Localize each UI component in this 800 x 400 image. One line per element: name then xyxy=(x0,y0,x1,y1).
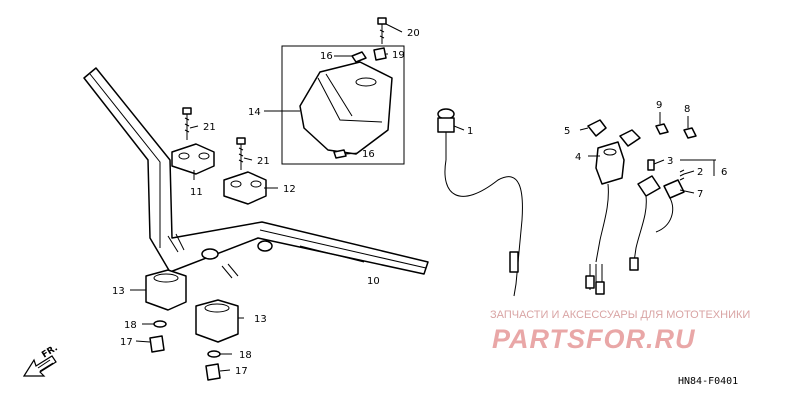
lower-handlebar-holder-left xyxy=(145,269,187,311)
bolt-21-left xyxy=(182,107,192,140)
handlebar-cover-group xyxy=(281,45,405,165)
watermark-logo: PARTSFOR.RU xyxy=(492,324,696,354)
upper-handlebar-holder-right xyxy=(223,171,267,205)
callout-labels: 1 2 3 4 5 6 7 8 9 10 11 12 13 13 14 16 1… xyxy=(112,28,727,377)
diagram-code: HN84-F0401 xyxy=(678,376,738,387)
callout-17-right: 17 xyxy=(235,366,248,377)
clip-16-top xyxy=(351,51,367,63)
screw-8 xyxy=(683,127,697,139)
callout-2: 2 xyxy=(697,167,703,178)
handlebar xyxy=(83,67,429,279)
light-switch xyxy=(629,175,685,271)
washer-18-left xyxy=(153,320,167,328)
callout-10: 10 xyxy=(367,276,380,287)
callout-4: 4 xyxy=(575,152,581,163)
watermark-tagline: ЗАПЧАСТИ И АКСЕССУАРЫ ДЛЯ МОТОТЕХНИКИ xyxy=(490,309,750,321)
callout-7: 7 xyxy=(697,189,703,200)
front-direction-marker: FR. xyxy=(22,343,60,377)
washer-18-right xyxy=(207,350,221,358)
callout-6: 6 xyxy=(721,167,727,178)
callout-16-top: 16 xyxy=(320,51,333,62)
callout-8: 8 xyxy=(684,104,690,115)
upper-handlebar-holder-left xyxy=(171,143,215,175)
choke-cable xyxy=(437,108,523,297)
callout-17-left: 17 xyxy=(120,337,133,348)
spring-2 xyxy=(679,169,685,181)
callout-21-left: 21 xyxy=(203,122,216,133)
nut-17-right xyxy=(205,363,221,381)
clip-16-bottom xyxy=(333,149,347,159)
ignition-switch xyxy=(585,141,625,295)
bolt-20 xyxy=(377,17,387,44)
callout-18-left: 18 xyxy=(124,320,137,331)
callout-12: 12 xyxy=(283,184,296,195)
callout-9: 9 xyxy=(656,100,662,111)
lower-handlebar-holder-right xyxy=(195,299,239,343)
callout-14: 14 xyxy=(248,107,261,118)
callout-21-right: 21 xyxy=(257,156,270,167)
switch-4-knob xyxy=(619,129,641,147)
callout-18-right: 18 xyxy=(239,350,252,361)
arrow-icon xyxy=(22,355,57,377)
callout-13-right: 13 xyxy=(254,314,267,325)
callout-13-left: 13 xyxy=(112,286,125,297)
callout-20: 20 xyxy=(407,28,420,39)
callout-19: 19 xyxy=(392,50,405,61)
bolt-21-right xyxy=(236,137,246,170)
callout-16-bottom: 16 xyxy=(362,149,375,160)
callout-5: 5 xyxy=(564,126,570,137)
leader-lines xyxy=(130,23,716,372)
callout-11: 11 xyxy=(190,187,203,198)
screw-9 xyxy=(655,123,669,135)
nut-17-left xyxy=(149,335,165,353)
nut-19 xyxy=(373,47,387,61)
watermark: ЗАПЧАСТИ И АКСЕССУАРЫ ДЛЯ МОТОТЕХНИКИ PA… xyxy=(490,309,750,354)
key-5 xyxy=(587,119,607,137)
pin-3 xyxy=(647,159,655,171)
callout-1: 1 xyxy=(467,126,473,137)
callout-3: 3 xyxy=(667,156,673,167)
